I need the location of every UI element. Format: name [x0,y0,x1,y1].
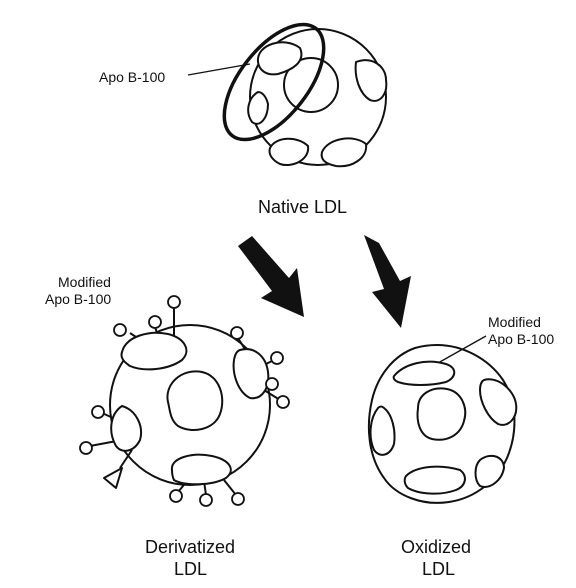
oxidized-title-line2: LDL [422,559,455,579]
derivatized-apo-patch-bottom [170,453,232,486]
derivatized-apo-patch-top [120,331,188,371]
native-apo-patch-bottom-left [268,137,310,166]
oxidized-apo-patch-left [369,405,396,456]
oxidized-core-patch [416,387,467,441]
derivatized-ldl-particle [79,295,290,507]
derivatized-core-patch [166,370,224,431]
oxidized-modified-label-line1: Modified [488,314,541,330]
native-apo-patch-right [354,59,388,102]
derivatized-modified-label-line1: Modified [58,274,111,290]
native-ldl-core-patch [283,57,339,113]
derivatized-apo-patch-right [232,348,270,400]
derivatized-title-line2: LDL [174,559,207,579]
oxidized-modified-label-line2: Apo B-100 [488,331,554,347]
derivatized-adduct-knobs [79,295,290,507]
oxidized-apo-patch-bottom [403,465,466,495]
arrow-to-oxidized [364,235,411,328]
oxidized-apo-patch-right [479,378,518,426]
derivatized-triangle-adduct-icon [103,467,123,489]
oxidized-title-line1: Oxidized [401,537,471,557]
apo-b100-highlight-ring [222,22,326,142]
arrow-to-derivatized [238,236,304,317]
native-apo-patch-bottom-right [320,137,368,168]
native-apo-label: Apo B-100 [99,69,165,85]
native-ldl-title: Native LDL [258,197,347,217]
oxidized-ldl-particle [367,344,518,504]
native-apo-leader-line [187,63,251,76]
derivatized-title-line1: Derivatized [145,537,235,557]
derivatized-modified-label-line2: Apo B-100 [45,291,111,307]
derivatized-apo-patch-left [110,405,142,452]
native-apo-patch-top-left [256,41,303,76]
native-ldl-particle [187,22,388,168]
native-apo-patch-left [247,91,269,125]
oxidized-apo-patch-top [392,360,456,386]
oxidized-apo-patch-bottom-right [474,454,505,488]
